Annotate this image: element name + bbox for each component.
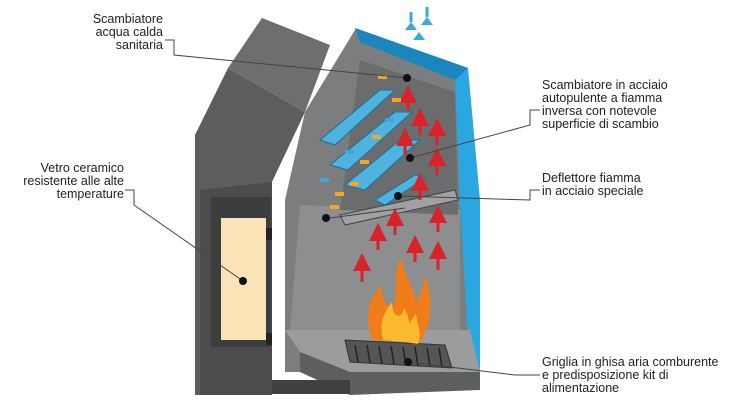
label-cast-iron-grate: Griglia in ghisa aria comburente e predi… [542, 355, 719, 395]
door-hinge [266, 333, 272, 345]
leader-lines [125, 39, 540, 376]
water-jacket-top [355, 28, 468, 80]
water-flow-arrows [320, 7, 433, 209]
flame [367, 258, 431, 344]
door-handle [266, 228, 272, 240]
flame-deflector [339, 189, 459, 226]
ash-drawer [272, 380, 350, 394]
heat-exchanger-plates [318, 89, 459, 226]
hot-air-arrows [353, 85, 447, 282]
label-flame-deflector: Deflettore fiamma in acciaio speciale [542, 171, 644, 198]
leader-dots [239, 74, 414, 366]
label-ceramic-glass: Vetro ceramico resistente alle alte temp… [23, 161, 124, 201]
label-steel-exchanger: Scambiatore in acciaio autopulente a fia… [542, 78, 668, 131]
label-exchanger-water: Scambiatore acqua calda sanitaria [92, 12, 163, 52]
